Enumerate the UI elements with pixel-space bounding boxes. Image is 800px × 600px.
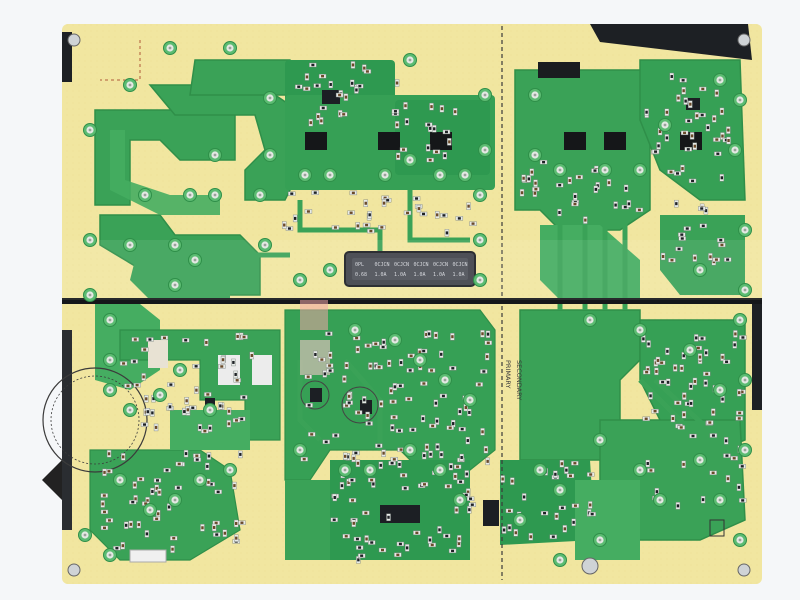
label-secondary: SECONDARY [515, 360, 523, 400]
relay-value: 1.0A [394, 272, 406, 278]
relay-value: 0.68 [355, 272, 367, 278]
label-box [709, 519, 725, 537]
relay-code: 0CJCN [375, 262, 390, 268]
crossing-cable [62, 298, 762, 304]
mounting-holes [67, 33, 751, 577]
relay-value: 1.0A [453, 272, 465, 278]
cap-outline-2 [300, 380, 330, 410]
relay-marking-texts: 0PL 0CJCN 0CJCN 0CJCN 0CJCN 0CJCN 0.68 1.0A 1.0A… [355, 262, 468, 278]
relay-value: 1.0A [375, 272, 387, 278]
relay-code: 0CJCN [433, 262, 448, 268]
label-primary: PRIMARY [504, 360, 512, 389]
connector-white [129, 549, 167, 563]
dark-edge-left [62, 32, 72, 82]
corner-marker [100, 40, 141, 81]
bulk-capacitor-outline [42, 367, 148, 473]
relay-code: 0CJCN [394, 262, 409, 268]
cap-outline [341, 386, 379, 424]
dark-edge-right [752, 300, 762, 410]
relay-label-block [344, 251, 476, 287]
mounting-clip-left [42, 460, 62, 500]
relay-code: 0PL [355, 262, 364, 268]
relay-code: 0CJCN [453, 262, 468, 268]
relay-value: 1.0A [414, 272, 426, 278]
dark-edge-top [590, 24, 752, 60]
through-hole-pads [78, 41, 752, 567]
pad-white-3 [252, 355, 272, 385]
pad-white [148, 340, 168, 368]
relay-value: 1.0A [433, 272, 445, 278]
dark-edge-left-lower [62, 330, 72, 530]
relay-code: 0CJCN [414, 262, 429, 268]
transformer-windows [305, 62, 702, 150]
glare-pink [300, 300, 328, 330]
smd-components [100, 61, 747, 564]
